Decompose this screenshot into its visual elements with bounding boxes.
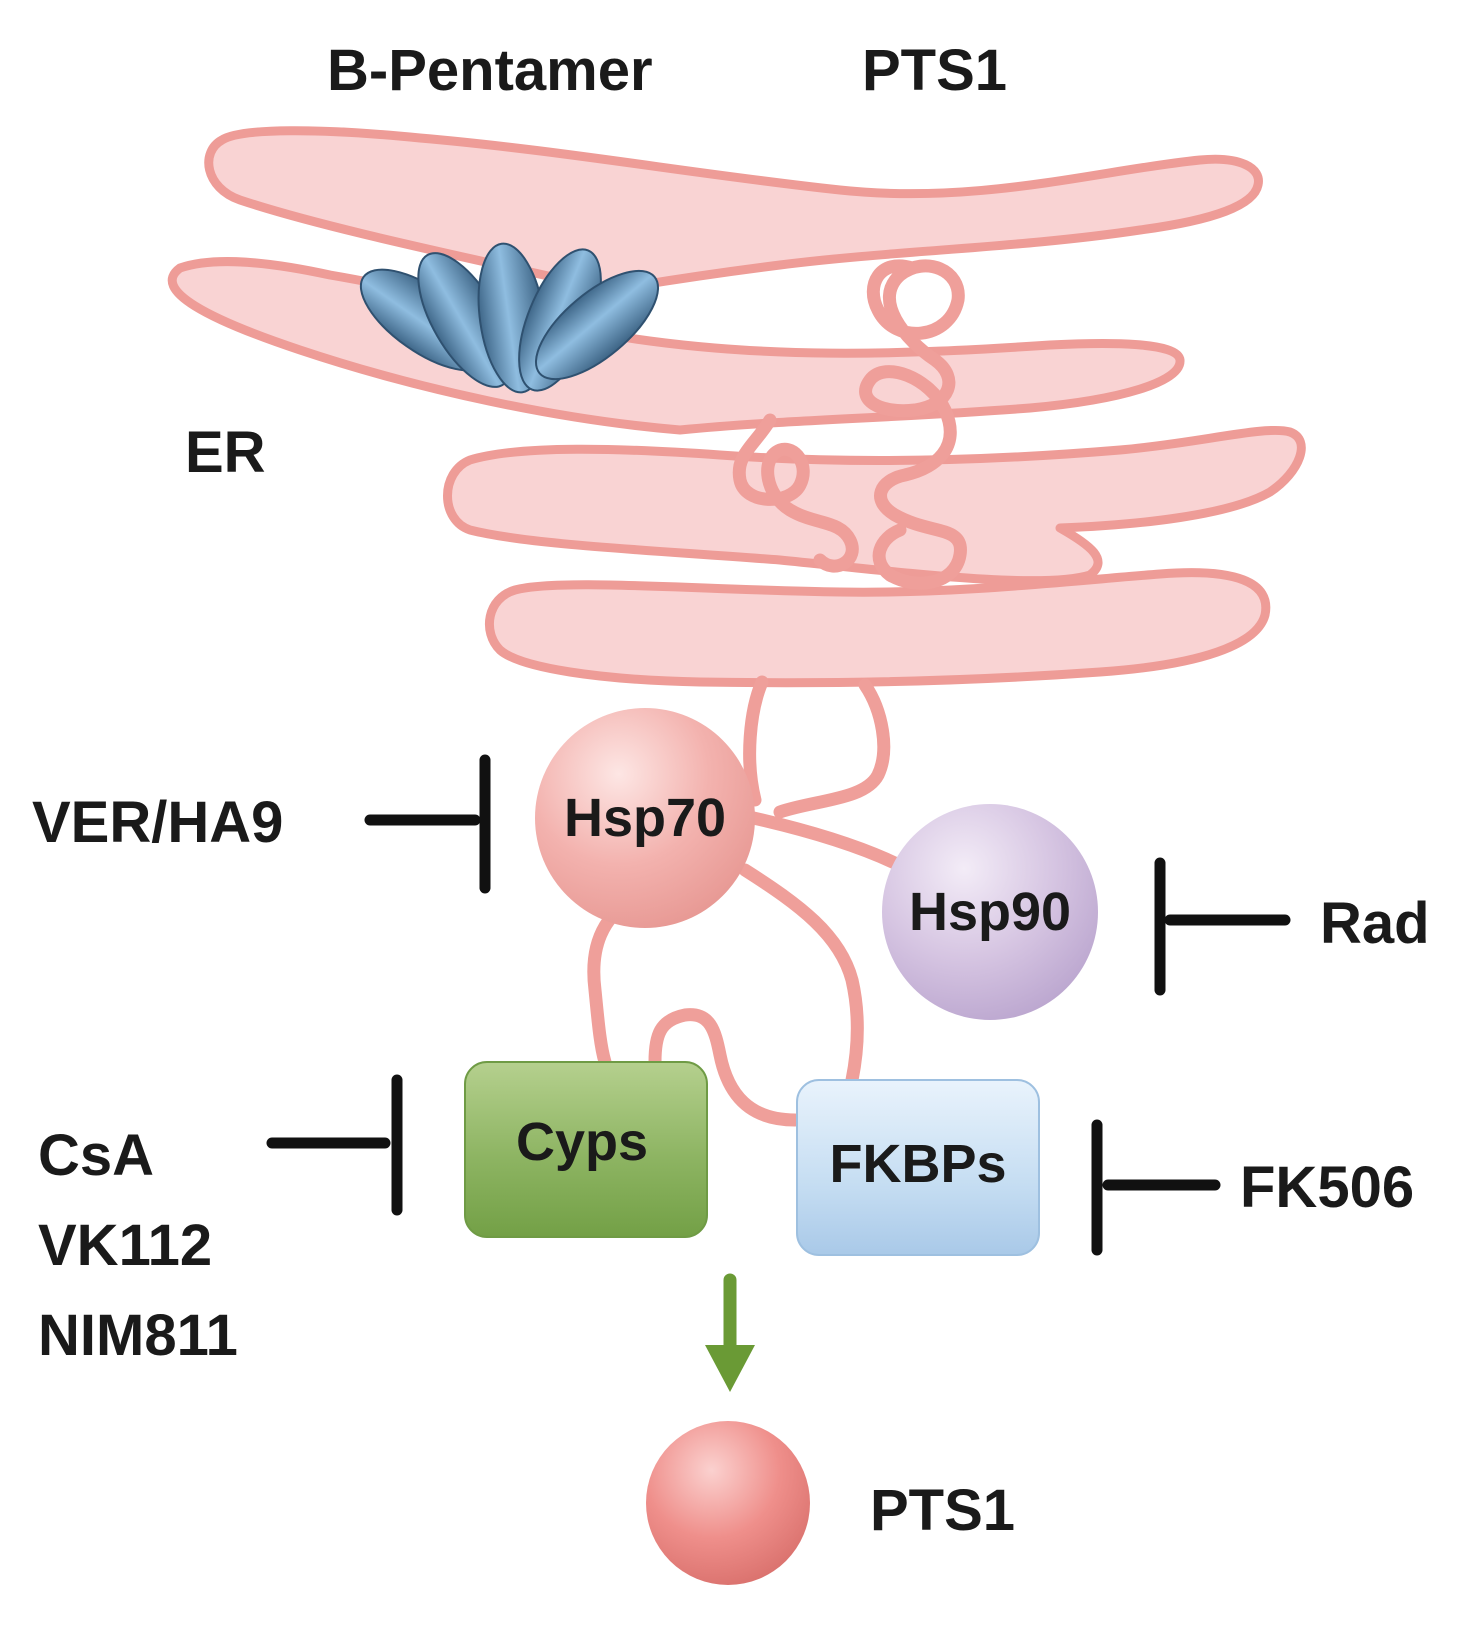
b-pentamer-icon xyxy=(359,242,660,394)
ver-ha9-label: VER/HA9 xyxy=(32,790,283,855)
fkbps-box xyxy=(796,1079,1040,1256)
fkbps-node: FKBPs xyxy=(796,1079,1040,1256)
er-cisterna-1 xyxy=(204,126,1263,295)
hsp90-node: Hsp90 xyxy=(882,804,1098,1020)
fk506-inhibition-symbol xyxy=(1091,1119,1221,1256)
pts1-polypeptide-chain xyxy=(587,259,967,1127)
rad-label: Rad xyxy=(1320,891,1430,956)
er-cisterna-4 xyxy=(484,568,1271,688)
chain-hsp70-to-fkbps xyxy=(738,863,864,1087)
fkbps-label: FKBPs xyxy=(829,1134,1006,1194)
chain-er-coil xyxy=(859,259,967,590)
ver-ha9-inhibition-symbol xyxy=(364,754,491,894)
cyps-inhibition-symbol xyxy=(266,1074,403,1216)
er-cisterna-2 xyxy=(167,257,1185,435)
rad-inhibition-symbol xyxy=(1154,857,1291,996)
cyps-node: Cyps xyxy=(464,1061,708,1238)
chain-er-loop xyxy=(732,413,859,573)
pentamer-petal-5 xyxy=(534,269,660,381)
inhibitors xyxy=(266,754,1291,1256)
pts1-top-label: PTS1 xyxy=(862,38,1007,103)
hsp70-sphere xyxy=(535,708,755,928)
cyps-box xyxy=(464,1061,708,1238)
hsp70-node: Hsp70 xyxy=(535,708,755,928)
er-cisterna-3 xyxy=(443,425,1306,586)
pts1-bottom-label: PTS1 xyxy=(870,1478,1015,1543)
er-membrane xyxy=(167,126,1306,688)
hsp90-sphere xyxy=(882,804,1098,1020)
csa-label: CsA xyxy=(38,1123,154,1188)
nim811-label: NIM811 xyxy=(38,1303,238,1368)
chain-exit-loop xyxy=(743,675,891,819)
chain-to-hsp90 xyxy=(733,808,912,875)
hsp90-label: Hsp90 xyxy=(909,882,1071,942)
chain-cyps-fkbps-loop xyxy=(648,1008,802,1127)
hsp70-label: Hsp70 xyxy=(564,788,726,848)
release-arrow xyxy=(705,1273,755,1392)
er-label: ER xyxy=(185,420,266,485)
cyps-label: Cyps xyxy=(516,1112,648,1172)
vk112-label: VK112 xyxy=(38,1213,212,1278)
b-pentamer-label: B-Pentamer xyxy=(327,38,653,103)
released-pts1-sphere xyxy=(646,1421,810,1585)
fk506-label: FK506 xyxy=(1240,1155,1414,1220)
